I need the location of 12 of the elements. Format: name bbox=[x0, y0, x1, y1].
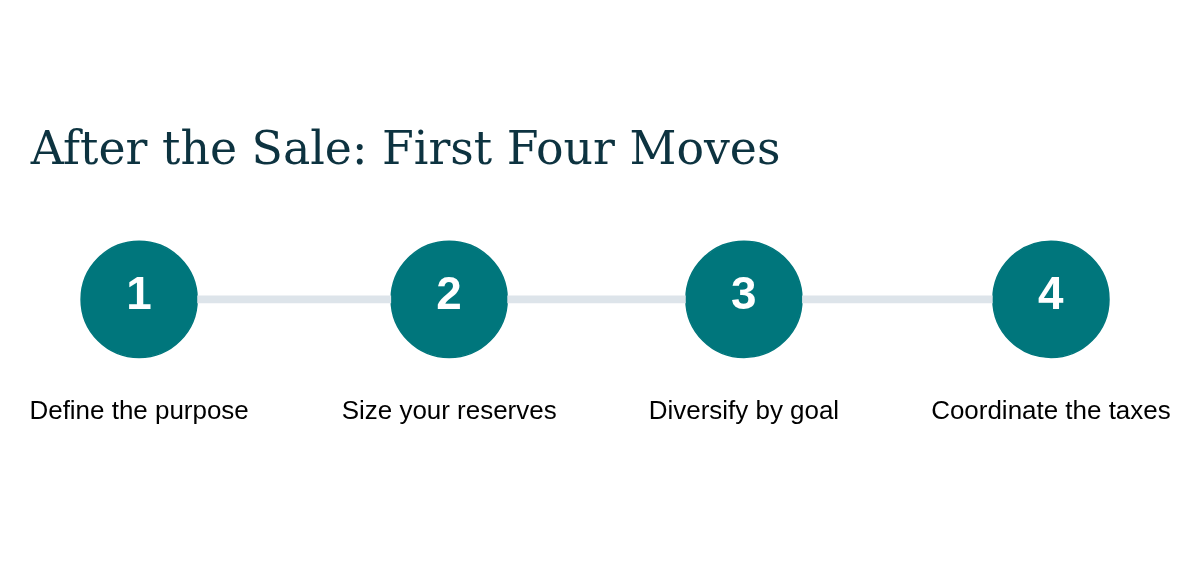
node-circle: 4 bbox=[992, 240, 1110, 359]
connector bbox=[507, 295, 686, 304]
node-label: Size your reserves bbox=[341, 394, 557, 425]
node-circle: 3 bbox=[685, 240, 803, 359]
connector bbox=[802, 295, 993, 304]
node-circle: 2 bbox=[390, 240, 508, 359]
connector bbox=[197, 295, 392, 304]
node-label: Define the purpose bbox=[29, 394, 249, 425]
node-circle: 1 bbox=[80, 240, 198, 359]
node-label: Coordinate the taxes bbox=[931, 394, 1171, 425]
node-label: Diversify by goal bbox=[648, 394, 840, 425]
diagram-title: After the Sale: First Four Moves bbox=[30, 120, 781, 175]
